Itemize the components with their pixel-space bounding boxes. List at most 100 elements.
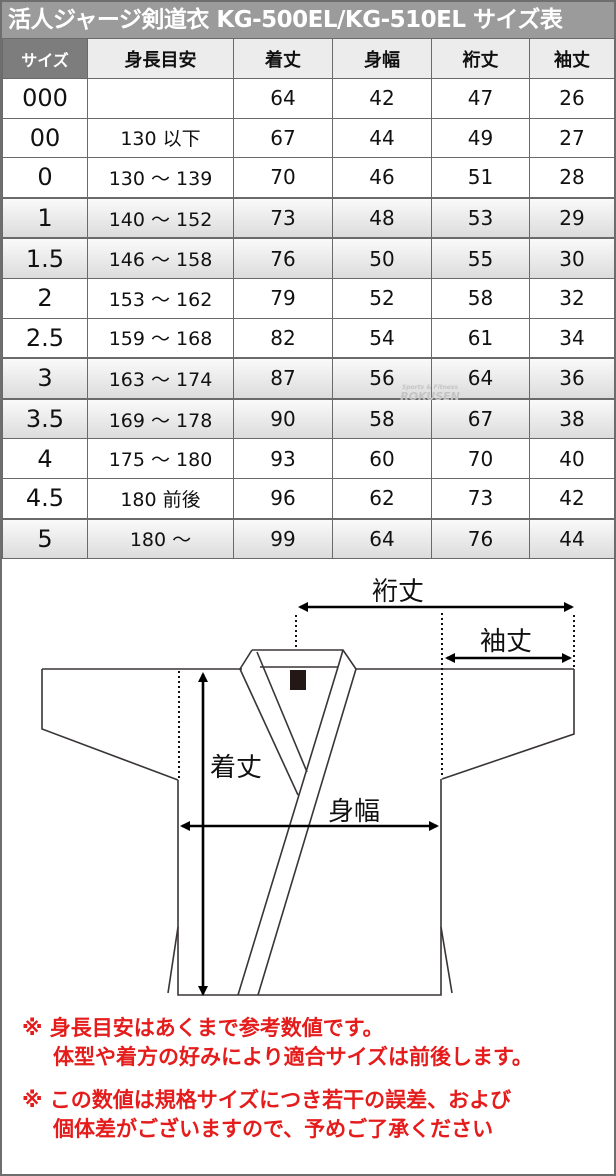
cell-sodetake: 26 (529, 78, 615, 119)
cell-size: 4 (2, 438, 88, 479)
table-row: 00 130 以下 67 44 49 27 (2, 117, 615, 159)
cell-height: 163 ～ 174 (87, 357, 234, 400)
cell-size: 000 (2, 78, 88, 119)
cell-yukitake: 76 (431, 518, 530, 560)
cell-yukitake: 61 (431, 317, 530, 359)
table-row-highlighted: 1.5 146 ～ 158 76 50 55 30 (2, 237, 615, 279)
table-row-highlighted: 5 180 ～ 99 64 76 44 (2, 518, 615, 560)
notes-section: ※ 身長目安はあくまで参考数値です。 体型や着方の好みにより適合サイズは前後しま… (22, 1014, 602, 1158)
cell-kitake: 87 (233, 357, 333, 400)
label-kitake: 着丈 (210, 753, 263, 783)
cell-mihaba: 42 (332, 78, 432, 119)
header-yukitake: 裄丈 (431, 38, 530, 79)
cell-kitake: 99 (233, 518, 333, 560)
cell-size: 2 (2, 277, 88, 319)
cell-size: 3.5 (2, 398, 88, 440)
collar-tag-icon (290, 670, 306, 690)
cell-yukitake: 51 (431, 157, 530, 199)
note-tolerance: ※ この数値は規格サイズにつき若干の誤差、および 個体差がございますので、予めご… (22, 1088, 512, 1141)
cell-mihaba: 62 (332, 477, 432, 520)
cell-height: 169 ～ 178 (87, 398, 234, 440)
cell-height: 180 ～ (87, 518, 234, 560)
cell-mihaba: 46 (332, 157, 432, 199)
cell-kitake: 67 (233, 117, 333, 159)
table-row: 4.5 180 前後 96 62 73 42 (2, 477, 615, 520)
header-mihaba: 身幅 (332, 38, 432, 79)
cell-size: 4.5 (2, 477, 88, 520)
cell-height: 159 ～ 168 (87, 317, 234, 359)
cell-sodetake: 40 (529, 438, 615, 479)
cell-mihaba: 50 (332, 237, 432, 279)
cell-mihaba: 56 (332, 357, 432, 400)
label-mihaba: 身幅 (328, 797, 381, 827)
cell-yukitake: 70 (431, 438, 530, 479)
cell-sodetake: 29 (529, 197, 615, 239)
cell-kitake: 93 (233, 438, 333, 479)
reference-mark-icon: ※ (22, 1088, 43, 1112)
cell-height (87, 78, 234, 119)
cell-height: 153 ～ 162 (87, 277, 234, 319)
cell-size: 2.5 (2, 317, 88, 359)
cell-kitake: 82 (233, 317, 333, 359)
note-height-guide: ※ 身長目安はあくまで参考数値です。 体型や着方の好みにより適合サイズは前後しま… (22, 1016, 533, 1069)
page-title: 活人ジャージ剣道衣 KG-500EL/KG-510EL サイズ表 (2, 2, 614, 38)
cell-sodetake: 27 (529, 117, 615, 159)
cell-sodetake: 28 (529, 157, 615, 199)
table-row: 2 153 ～ 162 79 52 58 32 (2, 277, 615, 319)
cell-kitake: 79 (233, 277, 333, 319)
cell-yukitake: 73 (431, 477, 530, 520)
cell-mihaba: 52 (332, 277, 432, 319)
cell-height: 146 ～ 158 (87, 237, 234, 279)
cell-yukitake: 55 (431, 237, 530, 279)
cell-size: 0 (2, 157, 88, 199)
cell-yukitake: 64 (431, 357, 530, 400)
reference-mark-icon: ※ (22, 1016, 43, 1040)
cell-sodetake: 38 (529, 398, 615, 440)
table-row: 4 175 ～ 180 93 60 70 40 (2, 438, 615, 479)
cell-yukitake: 58 (431, 277, 530, 319)
cell-yukitake: 67 (431, 398, 530, 440)
header-kitake: 着丈 (233, 38, 333, 79)
header-size: サイズ (2, 38, 88, 79)
cell-mihaba: 54 (332, 317, 432, 359)
cell-mihaba: 48 (332, 197, 432, 239)
cell-kitake: 64 (233, 78, 333, 119)
header-height-guide: 身長目安 (87, 38, 234, 79)
table-row-highlighted: 3 163 ～ 174 87 56 64 36 (2, 357, 615, 400)
table-row-highlighted: 1 140 ～ 152 73 48 53 29 (2, 197, 615, 239)
cell-size: 00 (2, 117, 88, 159)
cell-yukitake: 53 (431, 197, 530, 239)
cell-kitake: 70 (233, 157, 333, 199)
cell-height: 140 ～ 152 (87, 197, 234, 239)
size-table: サイズ 身長目安 着丈 身幅 裄丈 袖丈 000 64 42 47 26 00 … (2, 38, 615, 560)
label-yukitake: 裄丈 (372, 577, 425, 607)
cell-kitake: 76 (233, 237, 333, 279)
label-sodetake: 袖丈 (480, 627, 533, 657)
table-row: 2.5 159 ～ 168 82 54 61 34 (2, 317, 615, 359)
cell-sodetake: 44 (529, 518, 615, 560)
cell-yukitake: 49 (431, 117, 530, 159)
cell-mihaba: 64 (332, 518, 432, 560)
cell-mihaba: 44 (332, 117, 432, 159)
cell-height: 130 ～ 139 (87, 157, 234, 199)
cell-height: 130 以下 (87, 117, 234, 159)
cell-size: 1 (2, 197, 88, 239)
cell-sodetake: 36 (529, 357, 615, 400)
cell-kitake: 96 (233, 477, 333, 520)
header-sodetake: 袖丈 (529, 38, 615, 79)
table-row: 000 64 42 47 26 (2, 78, 615, 119)
table-row: 0 130 ～ 139 70 46 51 28 (2, 157, 615, 199)
cell-height: 180 前後 (87, 477, 234, 520)
cell-height: 175 ～ 180 (87, 438, 234, 479)
cell-sodetake: 32 (529, 277, 615, 319)
cell-sodetake: 42 (529, 477, 615, 520)
cell-mihaba: 60 (332, 438, 432, 479)
cell-size: 5 (2, 518, 88, 560)
table-row-highlighted: 3.5 169 ～ 178 90 58 67 38 (2, 398, 615, 440)
jacket-outline-icon (41, 602, 575, 996)
cell-size: 1.5 (2, 237, 88, 279)
kendo-jacket-diagram: 裄丈 袖丈 着丈 身幅 (2, 553, 614, 1033)
cell-yukitake: 47 (431, 78, 530, 119)
cell-kitake: 73 (233, 197, 333, 239)
